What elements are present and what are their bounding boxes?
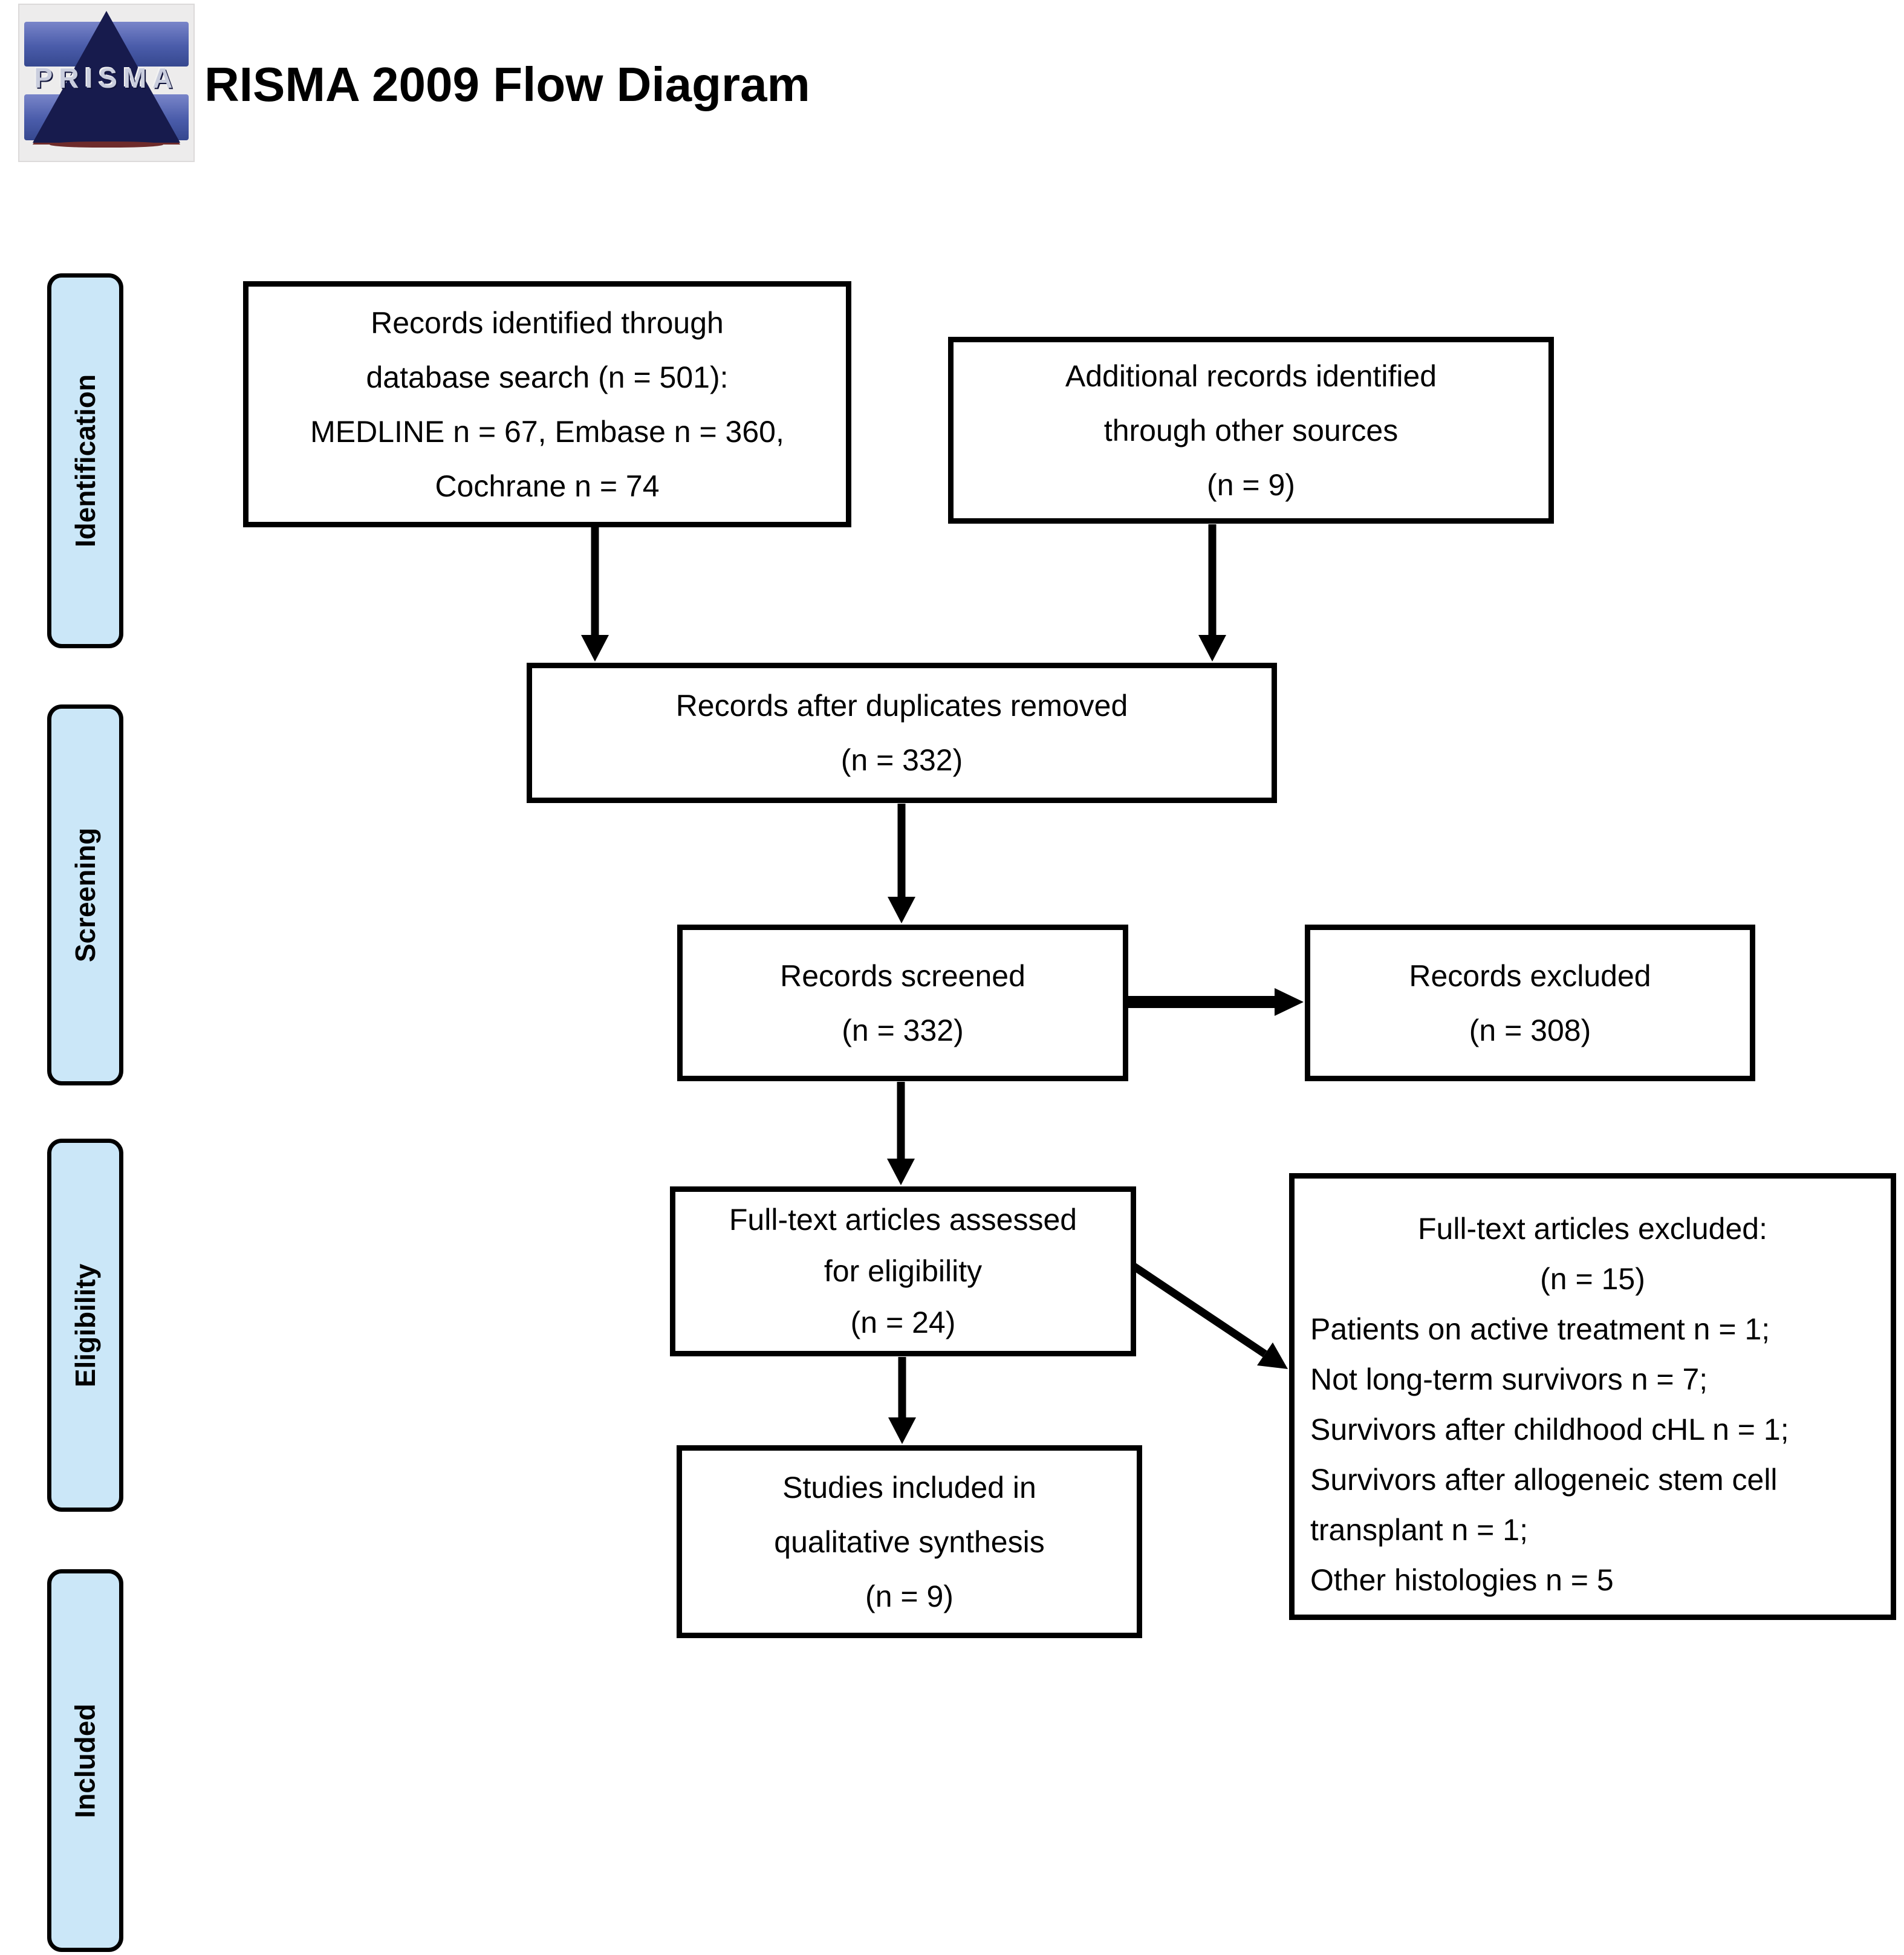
page-title: RISMA 2009 Flow Diagram: [204, 57, 810, 111]
box-text-line: through other sources: [1103, 413, 1399, 447]
exclusion-reason: Not long-term survivors n = 7;: [1310, 1362, 1708, 1396]
box-text-line: Studies included in: [782, 1470, 1036, 1504]
exclusion-reason: Other histologies n = 5: [1310, 1563, 1614, 1597]
phase-band-identification: Identification: [47, 273, 123, 648]
box-additional-records: Additional records identified through ot…: [948, 337, 1554, 524]
exclusion-reason: transplant n = 1;: [1310, 1513, 1528, 1547]
box-studies-included: Studies included in qualitative synthesi…: [677, 1445, 1142, 1638]
arrow-screened-to-records-excluded: [1128, 988, 1304, 1016]
arrow-identified-to-dedup: [581, 527, 609, 662]
box-fulltext-excluded: Full-text articles excluded: (n = 15) Pa…: [1289, 1173, 1896, 1620]
arrow-additional-to-dedup: [1198, 524, 1226, 662]
exclusion-reason: Survivors after childhood cHL n = 1;: [1310, 1413, 1789, 1446]
box-text-line: MEDLINE n = 67, Embase n = 360,: [310, 414, 784, 449]
box-text-line: Cochrane n = 74: [435, 469, 660, 503]
arrow-screened-to-fulltext: [887, 1082, 915, 1185]
phase-label: Screening: [70, 827, 102, 963]
phase-label: Identification: [70, 374, 102, 548]
box-text-line: (n = 332): [842, 1013, 964, 1047]
box-text-line: (n = 24): [850, 1306, 956, 1339]
box-text-line: Records excluded: [1409, 958, 1651, 993]
box-text-line: (n = 9): [1207, 467, 1295, 502]
prisma-logo-text: PRISMA: [34, 62, 179, 94]
box-text-line: (n = 9): [865, 1579, 954, 1613]
phase-band-screening: Screening: [47, 704, 123, 1085]
box-text-line: Records screened: [780, 958, 1025, 993]
box-text-line: Records after duplicates removed: [675, 689, 1128, 723]
box-text-line: Full-text articles excluded:: [1417, 1212, 1767, 1246]
box-text-line: (n = 308): [1469, 1013, 1591, 1047]
prisma-triangle-base: [50, 142, 163, 148]
box-text-line: Additional records identified: [1065, 359, 1437, 393]
box-text-line: (n = 332): [840, 743, 963, 777]
box-fulltext-assessed: Full-text articles assessed for eligibil…: [670, 1186, 1136, 1356]
box-text-line: Full-text articles assessed: [729, 1203, 1077, 1237]
box-text-line: (n = 15): [1540, 1262, 1645, 1296]
box-text-line: qualitative synthesis: [774, 1524, 1045, 1559]
arrow-dedup-to-screened: [888, 804, 915, 923]
phase-label: Included: [70, 1703, 101, 1818]
phase-band-included: Included: [47, 1569, 123, 1952]
arrow-fulltext-to-fulltext-excluded: [1129, 1261, 1288, 1369]
prisma-logo: PRISMA: [18, 4, 195, 162]
arrow-fulltext-to-included-studies: [888, 1357, 916, 1444]
exclusion-reason: Patients on active treatment n = 1;: [1310, 1312, 1770, 1346]
box-records-excluded: Records excluded (n = 308): [1305, 925, 1755, 1081]
box-records-identified: Records identified through database sear…: [243, 281, 851, 527]
box-text-line: for eligibility: [824, 1254, 983, 1288]
box-records-screened: Records screened (n = 332): [677, 925, 1128, 1081]
phase-band-eligibility: Eligibility: [47, 1139, 123, 1512]
phase-label: Eligibility: [70, 1263, 101, 1387]
box-records-after-duplicates: Records after duplicates removed (n = 33…: [527, 663, 1277, 803]
exclusion-reason: Survivors after allogeneic stem cell: [1310, 1463, 1778, 1497]
box-text-line: Records identified through: [371, 305, 724, 340]
box-text-line: database search (n = 501):: [366, 360, 729, 394]
prisma-triangle-icon: [33, 11, 180, 143]
